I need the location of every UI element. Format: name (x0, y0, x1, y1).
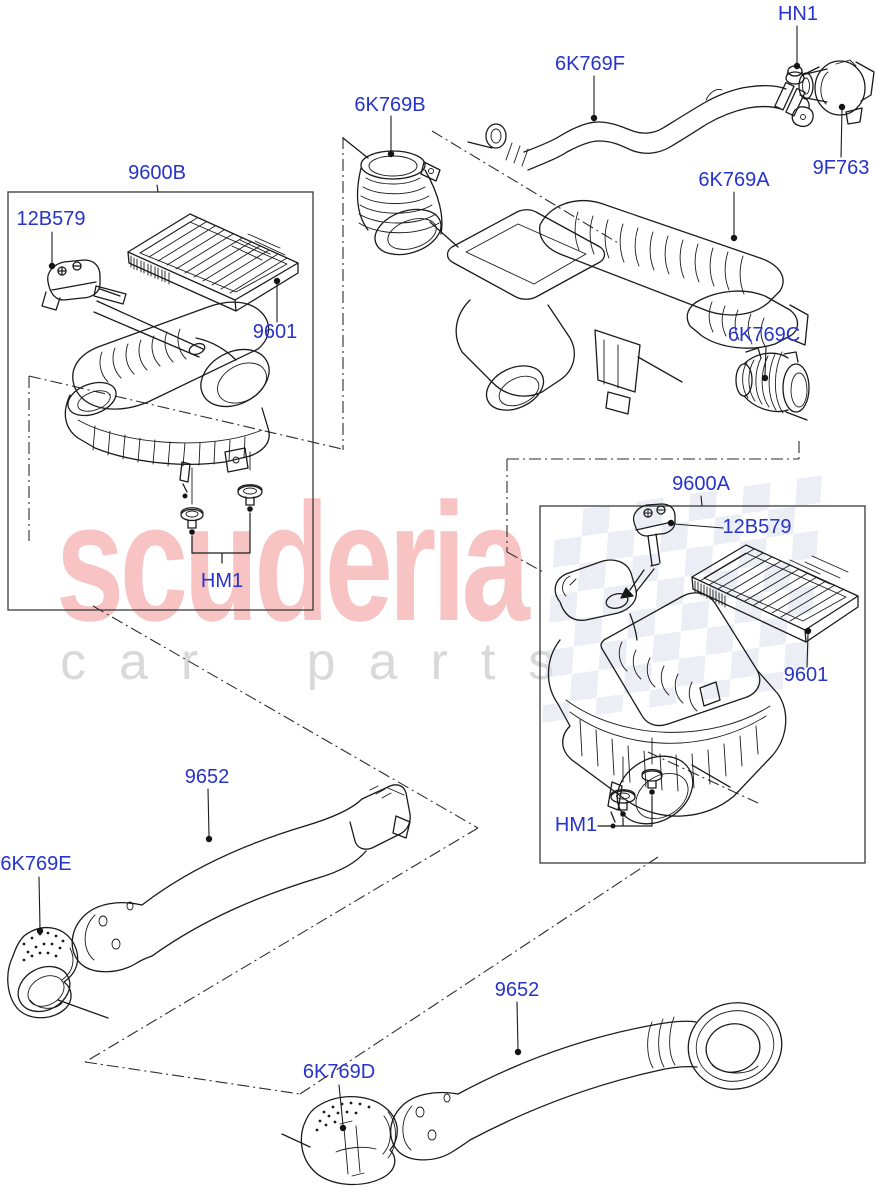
part-label-hm1-right: HM1 (554, 814, 598, 836)
duct-9652-bottom-drawing (390, 1002, 783, 1161)
air-filter-left-drawing (127, 213, 299, 312)
air-cleaner-left-drawing (64, 300, 270, 499)
ghost-alignment-lines (28, 130, 800, 1095)
part-label-9600a: 9600A (672, 473, 730, 495)
part-label-6k769f: 6K769F (554, 53, 626, 75)
watermark-brand-text: scuderia (56, 468, 530, 656)
part-label-6k769e: 6K769E (0, 853, 72, 875)
grommets-right-drawing (597, 737, 663, 827)
hose-6k769f-drawing (467, 81, 814, 171)
maf-sensor-right-drawing (605, 503, 676, 609)
part-label-9601-right: 9601 (783, 664, 829, 686)
part-label-hm1-left: HM1 (200, 570, 244, 592)
part-label-9f763: 9F763 (812, 157, 870, 179)
leader-lines (36, 25, 846, 1132)
maf-sensor-left-drawing (41, 259, 127, 311)
snorkel-6k769d-drawing (281, 1095, 398, 1186)
snorkel-6k769e-drawing (7, 926, 109, 1019)
part-label-9600b: 9600B (128, 162, 186, 184)
watermark-tagline-text: car parts (60, 633, 588, 691)
part-label-6k769c: 6K769C (727, 324, 801, 346)
valve-9f763-drawing (798, 59, 875, 125)
part-label-6k769b: 6K769B (354, 94, 426, 116)
part-label-6k769d: 6K769D (302, 1061, 376, 1083)
part-label-9652-bottom: 9652 (494, 979, 540, 1001)
grommets-left-drawing (180, 451, 263, 564)
kit-box-9600b (7, 191, 314, 611)
bellows-6k769c-drawing (735, 347, 810, 421)
air-cleaner-right-drawing (547, 559, 787, 829)
resonator-6k769a-drawing (446, 200, 809, 415)
part-label-12b579-left: 12B579 (16, 208, 86, 230)
air-filter-right-drawing (691, 544, 859, 643)
part-label-9601-left: 9601 (252, 321, 298, 343)
bellows-6k769b-drawing (342, 137, 459, 256)
part-label-6k769a: 6K769A (698, 169, 770, 191)
duct-9652-left-drawing (71, 784, 411, 973)
part-label-hn1: HN1 (777, 3, 819, 25)
part-label-9652-left: 9652 (184, 766, 230, 788)
part-label-12b579-right: 12B579 (722, 516, 792, 538)
